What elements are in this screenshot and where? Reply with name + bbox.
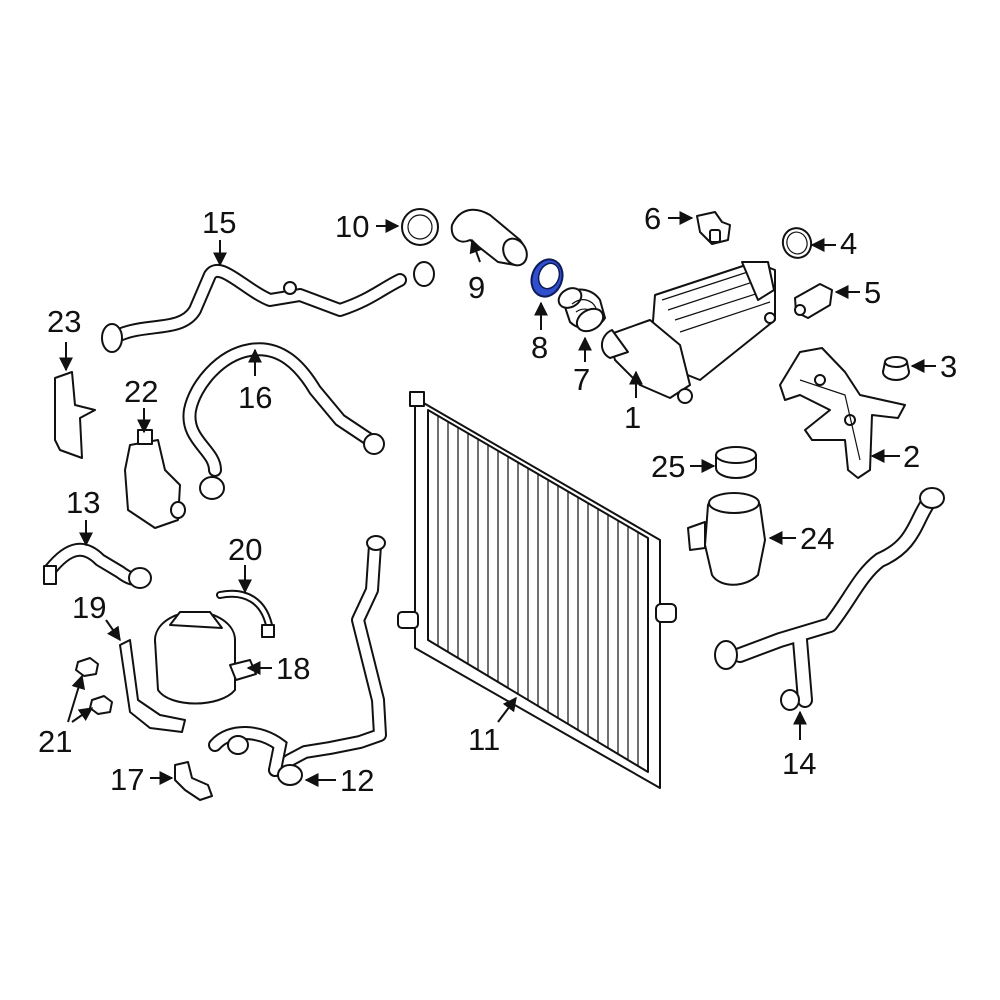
sensor-part[interactable] [794, 283, 833, 319]
callout-label-21: 21 [38, 724, 72, 759]
hose-13-part[interactable] [43, 542, 152, 589]
pump-bracket-part[interactable] [119, 639, 186, 733]
valve-part[interactable] [124, 429, 186, 529]
callout-label-24: 24 [800, 521, 834, 556]
callout-label-10: 10 [335, 209, 369, 244]
callout-label-18: 18 [276, 651, 310, 686]
callout-label-2: 2 [903, 439, 920, 474]
callout-label-6: 6 [644, 201, 661, 236]
water-pump-part[interactable] [154, 611, 257, 705]
mounting-plate-part[interactable] [54, 371, 96, 459]
hose-14-part[interactable] [714, 487, 945, 711]
callout-label-20: 20 [228, 532, 262, 567]
temperature-sensor-part[interactable] [696, 211, 731, 245]
bolts-part[interactable] [75, 657, 113, 715]
o-ring-part[interactable] [779, 224, 816, 262]
expansion-tank-part[interactable] [687, 492, 766, 586]
callout-label-1: 1 [624, 400, 641, 435]
callout-label-22: 22 [124, 374, 158, 409]
callout-label-11: 11 [468, 722, 500, 757]
callout-label-5: 5 [864, 275, 881, 310]
callouts: 1 2 3 4 5 6 7 8 9 10 11 12 13 14 15 16 1 [38, 201, 957, 798]
hose-16-part[interactable] [182, 342, 385, 500]
reservoir-cap-part[interactable] [715, 446, 757, 479]
callout-label-3: 3 [940, 349, 957, 384]
callout-label-7: 7 [573, 362, 590, 397]
intake-pipe-part[interactable] [450, 208, 532, 270]
callout-label-14: 14 [782, 746, 816, 781]
callout-label-13: 13 [66, 485, 100, 520]
intercooler-part[interactable] [601, 261, 776, 404]
callout-label-16: 16 [238, 380, 272, 415]
hose-15-part[interactable] [101, 261, 435, 353]
callout-label-4: 4 [840, 226, 857, 261]
callout-label-25: 25 [651, 449, 685, 484]
lower-hose-part[interactable] [208, 535, 387, 786]
charge-air-hose-part[interactable] [555, 284, 607, 335]
callout-label-23: 23 [47, 304, 81, 339]
callout-label-12: 12 [340, 763, 374, 798]
callout-label-15: 15 [202, 205, 236, 240]
callout-label-8: 8 [531, 330, 548, 365]
callout-label-19: 19 [72, 590, 106, 625]
seal-ring-part[interactable] [401, 208, 439, 246]
radiator-part[interactable] [397, 391, 677, 789]
fitting-17-part[interactable] [174, 761, 213, 801]
callout-label-9: 9 [468, 270, 485, 305]
bracket-part[interactable] [779, 347, 906, 479]
strap-part[interactable] [216, 589, 275, 638]
grommet-part[interactable] [882, 356, 910, 381]
hose-clamp-part[interactable] [526, 255, 567, 301]
callout-label-17: 17 [110, 762, 144, 797]
